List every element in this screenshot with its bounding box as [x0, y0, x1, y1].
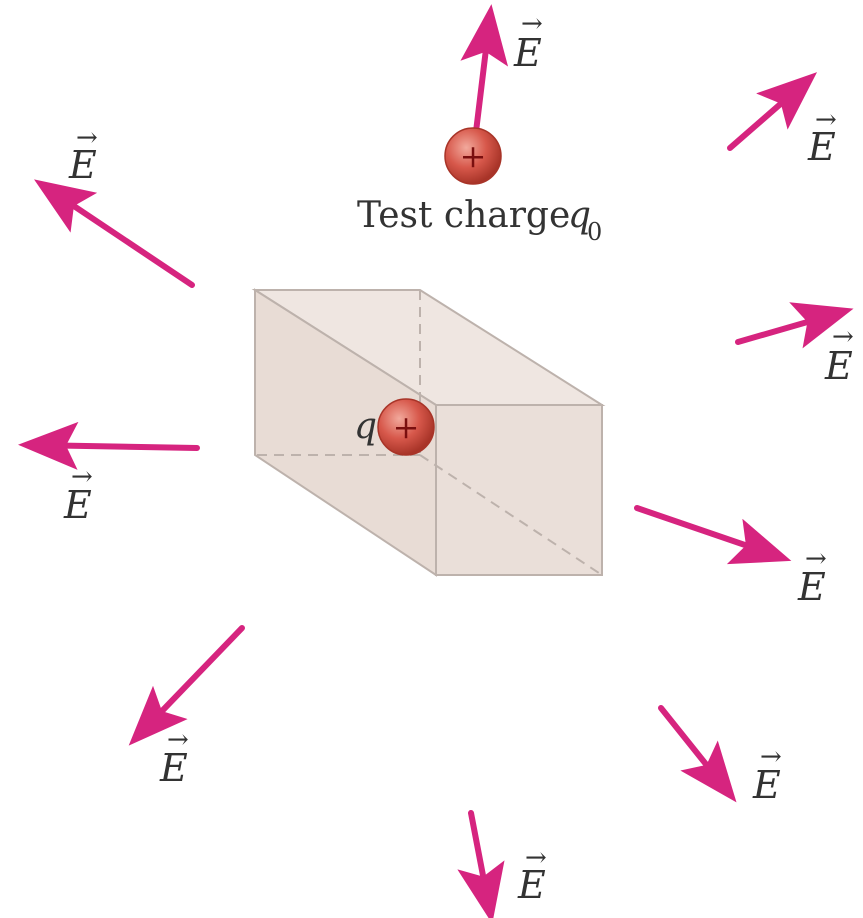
test-charge-symbol: q: [568, 195, 591, 236]
box-hidden-edge: [419, 454, 603, 576]
field-symbol: E: [752, 763, 781, 807]
vector-arrow-mark: →: [167, 725, 189, 755]
gaussian-box: [251, 288, 606, 577]
field-arrow-left: [18, 421, 200, 470]
box-front-face: [435, 404, 603, 576]
field-arrow-down: [457, 810, 505, 918]
field-arrow-down-right: [658, 705, 737, 803]
field-symbol: E: [159, 746, 188, 790]
field-label: → E: [797, 544, 827, 609]
field-labels: → E → E → E → E → E → E → E → E: [63, 9, 854, 907]
vector-arrow-mark: →: [805, 544, 827, 574]
test-charge-label: Test charge q 0: [357, 195, 602, 246]
vector-arrow-mark: →: [76, 123, 98, 153]
plus-sign-icon: +: [460, 137, 487, 175]
field-symbol: E: [63, 483, 92, 527]
vector-arrow-mark: →: [525, 843, 547, 873]
field-label: → E: [159, 725, 189, 790]
source-charge-symbol: q: [354, 406, 377, 447]
field-arrow-upper-left: [34, 179, 195, 288]
field-arrow-lower-right: [634, 505, 792, 565]
vector-arrow-mark: →: [832, 322, 854, 352]
vector-arrow-mark: →: [815, 105, 837, 135]
field-label: → E: [513, 9, 543, 75]
field-symbol: E: [824, 344, 853, 388]
field-symbol: E: [807, 125, 836, 169]
test-charge-caption: Test charge: [357, 195, 570, 236]
field-label: → E: [807, 105, 837, 169]
vector-arrow-mark: →: [521, 9, 543, 39]
field-symbol: E: [513, 31, 542, 75]
field-arrow-up: [460, 4, 509, 143]
field-label: → E: [752, 742, 782, 807]
field-label: → E: [63, 462, 93, 527]
source-charge-sphere: [377, 398, 435, 456]
source-charge: + q: [354, 398, 435, 456]
field-label: → E: [824, 322, 854, 388]
field-arrow-upper-right: [727, 72, 818, 151]
field-arrow-lower-left: [128, 625, 245, 746]
field-label: → E: [517, 843, 547, 907]
field-arrows: [18, 4, 854, 918]
test-charge: +: [444, 127, 502, 185]
field-arrow-right: [735, 302, 854, 349]
field-symbol: E: [68, 143, 97, 187]
field-symbol: E: [517, 863, 546, 907]
field-label: → E: [68, 123, 98, 187]
field-symbol: E: [797, 565, 826, 609]
vector-arrow-mark: →: [71, 462, 93, 492]
test-charge-sphere: [444, 127, 502, 185]
plus-sign-icon: +: [393, 408, 420, 446]
test-charge-subscript: 0: [587, 218, 602, 246]
vector-arrow-mark: →: [760, 742, 782, 772]
